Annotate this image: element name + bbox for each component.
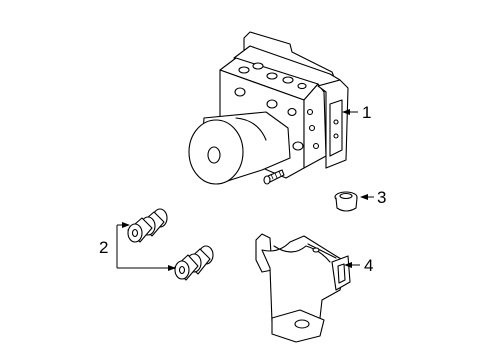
- grommet: [334, 191, 358, 212]
- callout-number-2: 2: [99, 238, 108, 257]
- callout-number-1: 1: [362, 103, 371, 122]
- abs-modulator-assembly: [188, 31, 349, 185]
- insulator-bushing-lower: [173, 245, 214, 281]
- callout-leaders: [116, 109, 374, 271]
- mounting-bracket: [255, 233, 351, 343]
- insulator-bushing-upper: [127, 208, 168, 243]
- callout-number-4: 4: [364, 256, 373, 275]
- callout-number-3: 3: [377, 188, 386, 207]
